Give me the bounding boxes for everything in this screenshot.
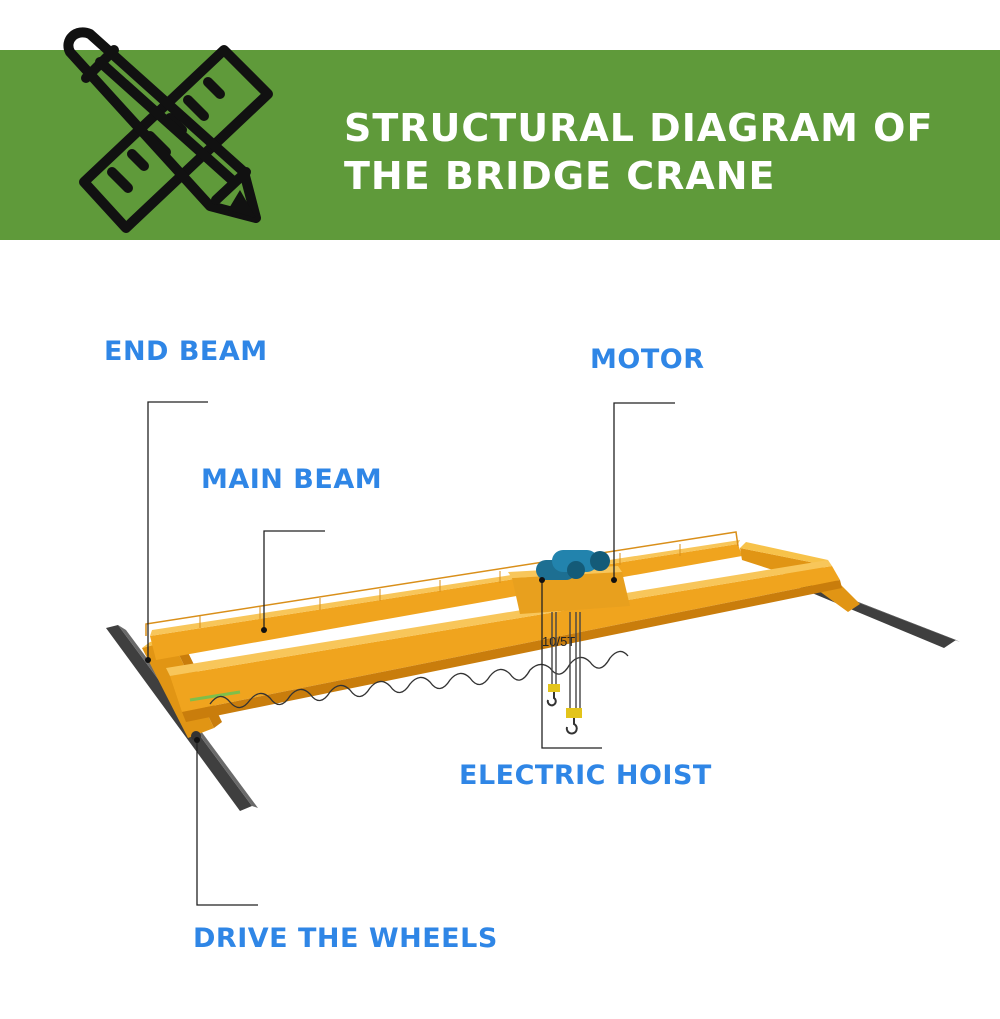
label-drive-wheels: DRIVE THE WHEELS [193,923,498,954]
label-electric-hoist: ELECTRIC HOIST [459,760,712,791]
title-line-1: STRUCTURAL DIAGRAM OF [344,106,934,150]
festoon-cable [209,650,629,709]
page-title: STRUCTURAL DIAGRAM OF THE BRIDGE CRANE [344,104,964,200]
hook-icon [546,684,582,735]
leader-lines [145,401,675,906]
label-main-beam: MAIN BEAM [201,464,383,495]
ruler-pencil-icon [63,27,273,233]
end-beam-right [740,542,860,612]
title-line-2: THE BRIDGE CRANE [344,154,776,198]
hoist-hooks [551,612,581,708]
motor-unit [536,550,610,580]
label-motor: MOTOR [590,344,705,375]
capacity-marking: 10/5T [542,634,575,649]
header-banner [0,50,1000,240]
label-end-beam: END BEAM [104,336,268,367]
main-beam-near [166,560,842,722]
